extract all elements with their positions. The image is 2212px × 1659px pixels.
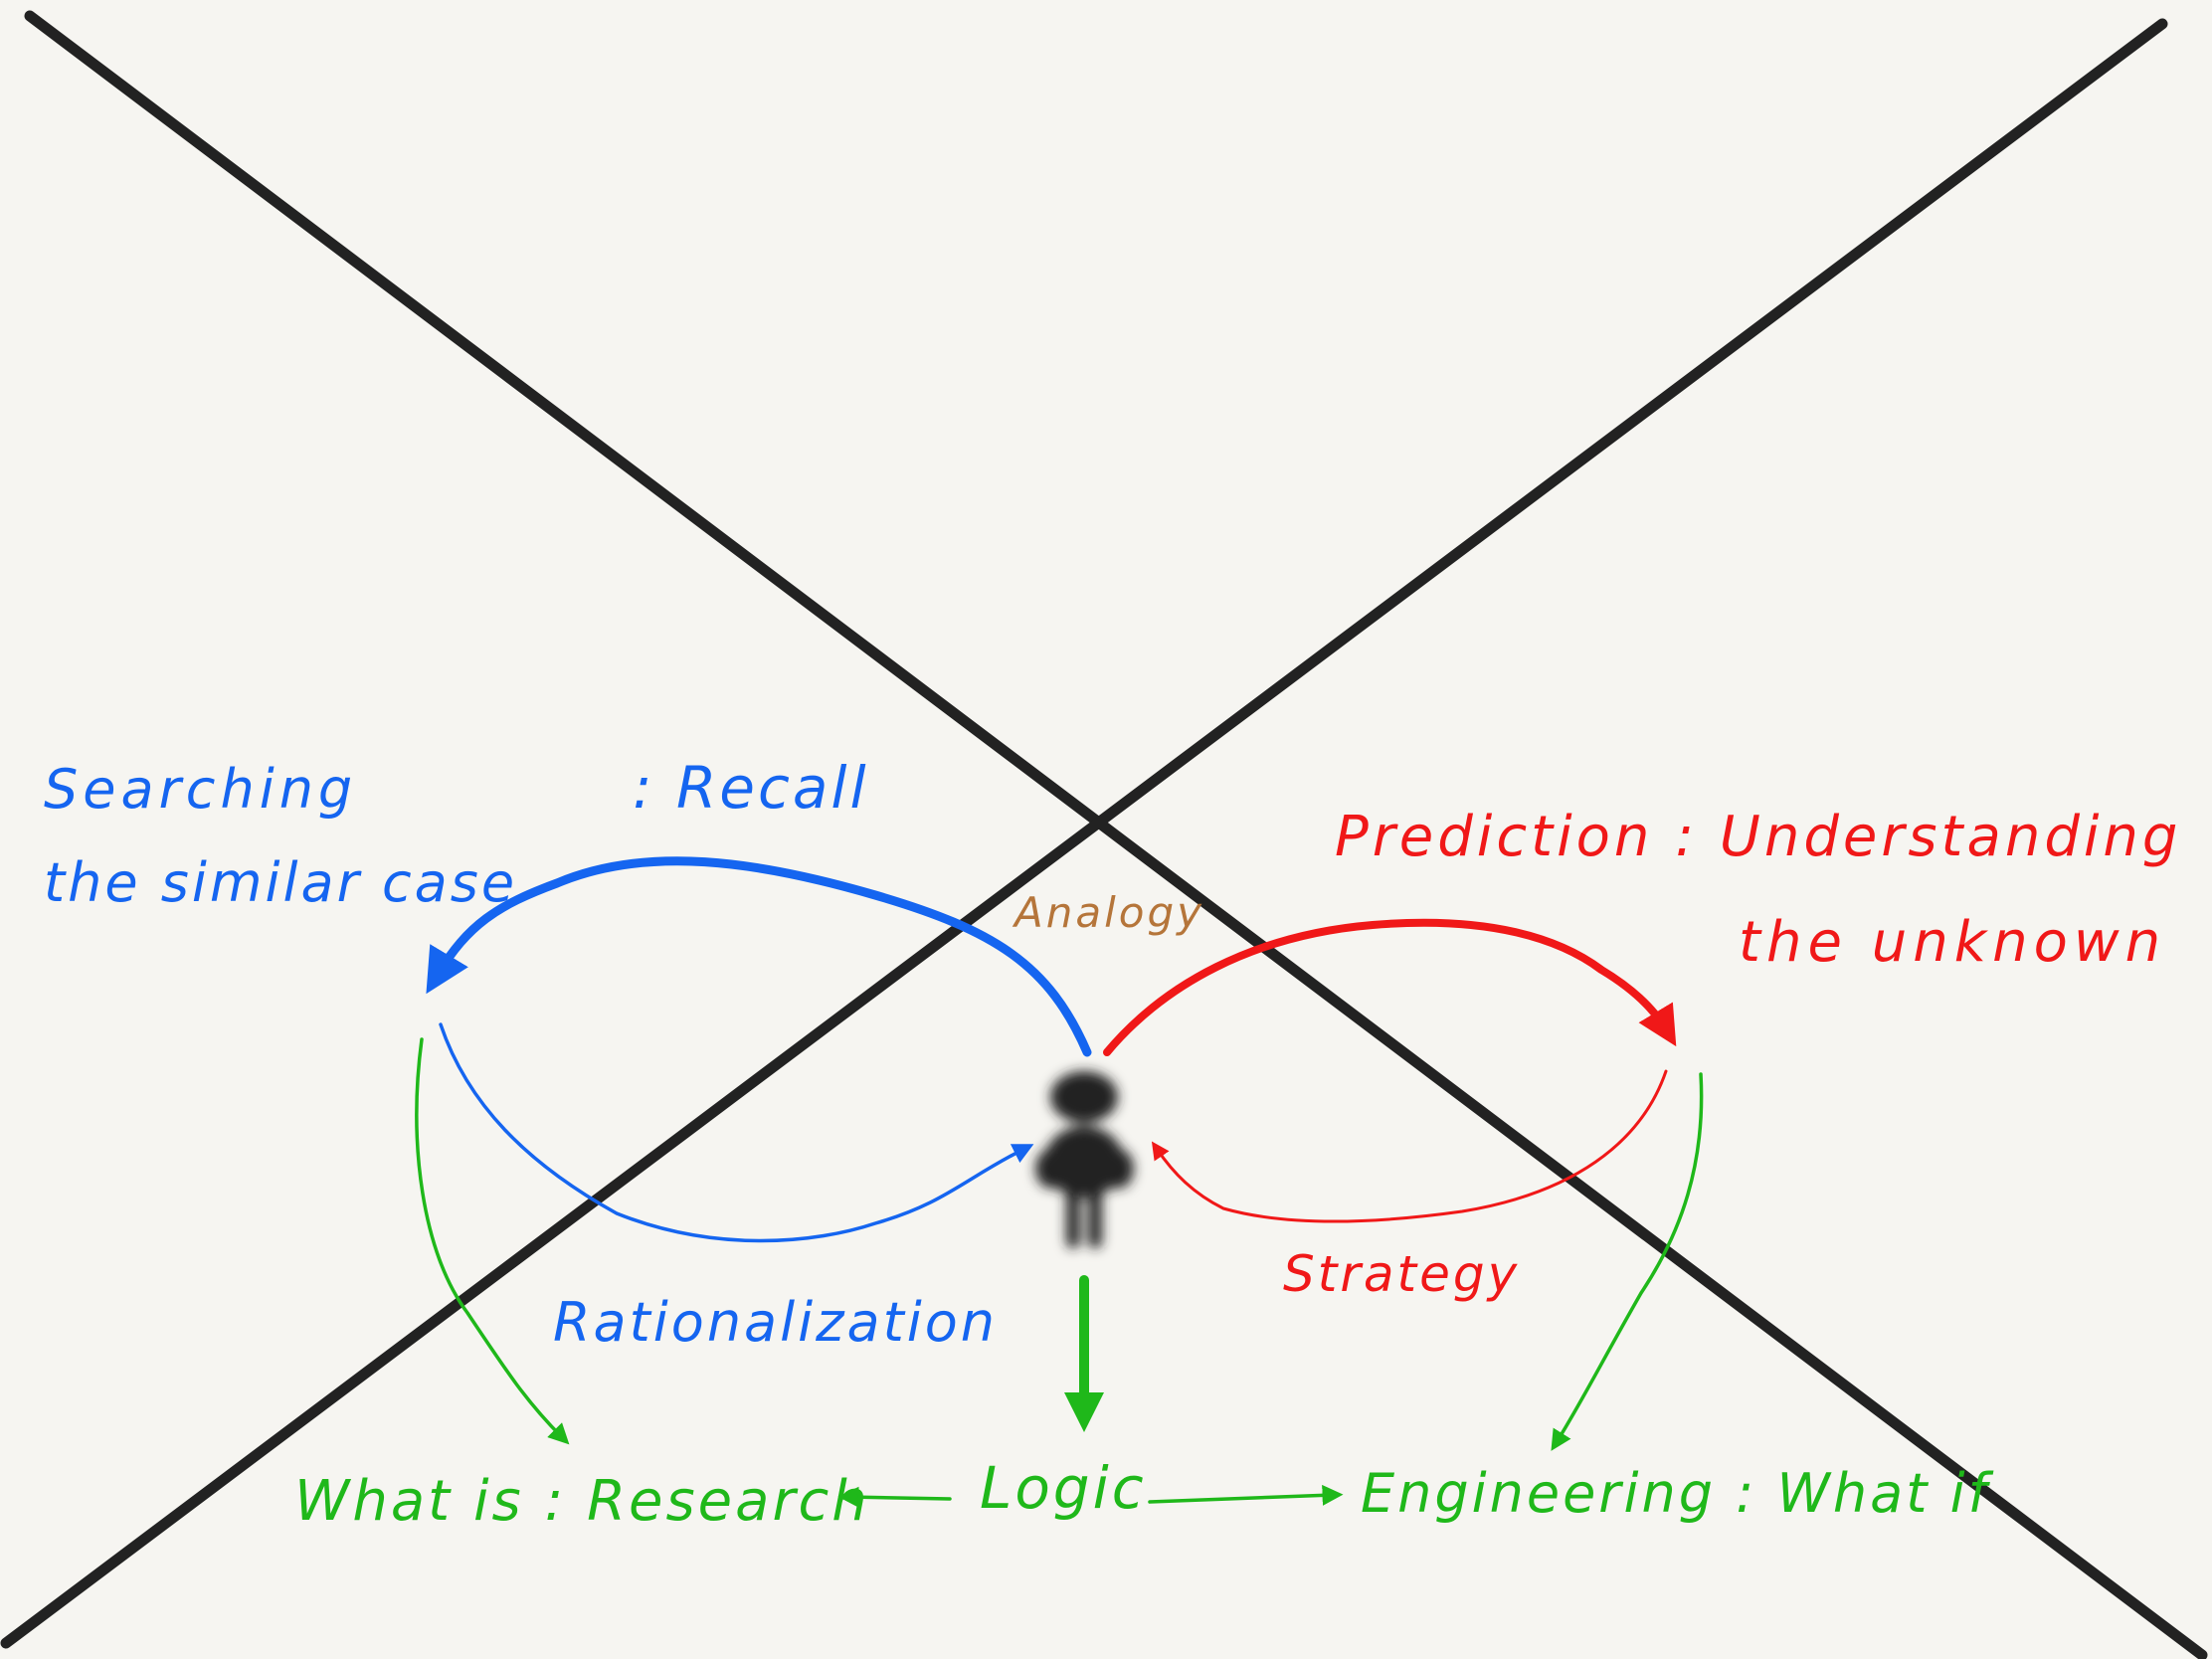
diagonal-line-descending	[24, 10, 2208, 1659]
diagonal-line-ascending	[0, 18, 2168, 1649]
recall-arrow	[426, 856, 1092, 1057]
prediction-label: Prediction : Understanding	[1335, 805, 2181, 869]
research-arrow	[415, 1037, 570, 1445]
analogy-label: Analogy	[1012, 888, 1204, 937]
logic-to-research-arrow	[837, 1486, 952, 1508]
unknown-label: the unknown	[1739, 910, 2166, 975]
what-is-research-label: What is : Research	[294, 1469, 870, 1534]
recall-label: : Recall	[633, 754, 869, 822]
engineering-label: Engineering : What if	[1361, 1462, 1994, 1525]
strategy-arrow	[1151, 1069, 1668, 1223]
prediction-arrow	[1103, 918, 1677, 1056]
engineering-down-arrow	[1551, 1072, 1704, 1451]
logic-label: Logic	[980, 1454, 1147, 1522]
rationalization-label: Rationalization	[553, 1291, 998, 1354]
searching-label-line1: Searching	[44, 758, 357, 821]
logic-to-engineering-arrow	[1148, 1484, 1344, 1506]
searching-label-line2: the similar case	[44, 851, 517, 914]
person-icon	[1035, 1071, 1134, 1248]
rationalization-arrow	[439, 1022, 1034, 1243]
strategy-label: Strategy	[1283, 1245, 1520, 1303]
